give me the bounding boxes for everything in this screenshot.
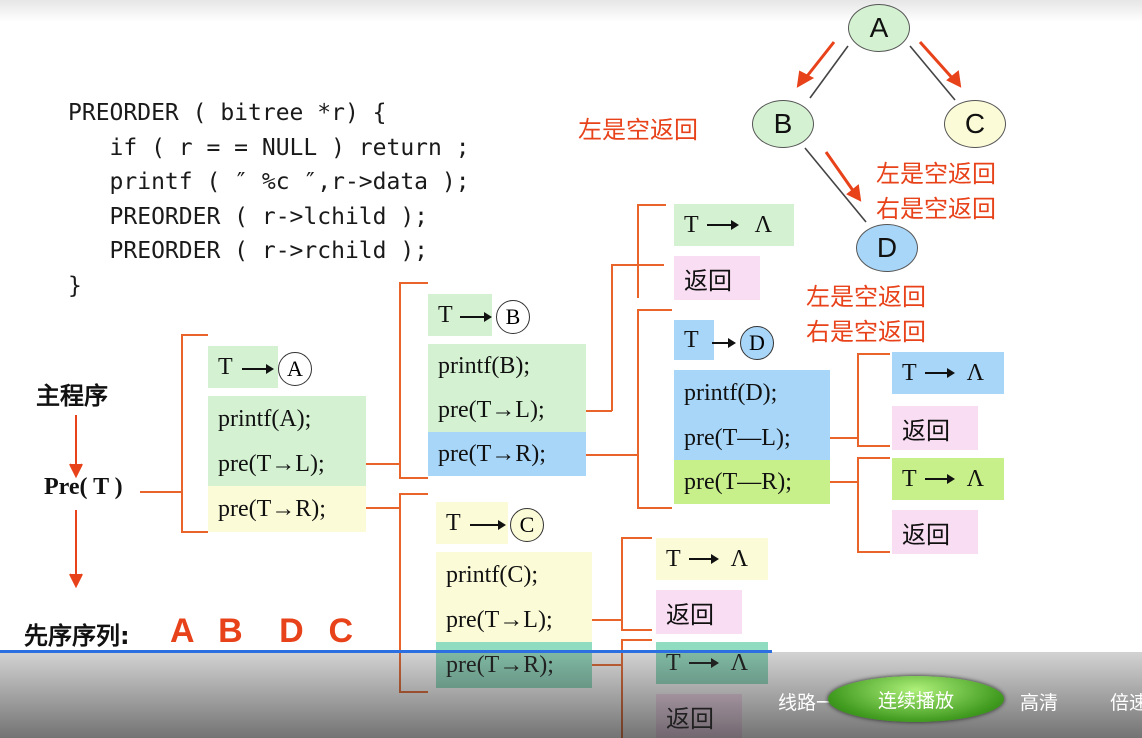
leaf-d-left-return: 返回 xyxy=(892,406,978,450)
note-c-left: 左是空返回 xyxy=(876,160,996,188)
tree-node-c: C xyxy=(944,100,1006,148)
arrow-icon xyxy=(712,338,736,348)
frame-a-node: A xyxy=(278,352,312,386)
leaf-b-left-return: 返回 xyxy=(674,256,760,300)
frame-d-pre-l: pre(T—L); xyxy=(674,416,830,460)
leaf-b-left: T Λ xyxy=(674,204,794,246)
frame-d-pre-r: pre(T—R); xyxy=(674,460,830,504)
pre-t-label: Pre( T ) xyxy=(44,474,123,500)
arrow-icon xyxy=(688,554,719,564)
null-symbol: Λ xyxy=(754,211,773,238)
leaf-t: T xyxy=(902,359,917,386)
leaf-c-left: T Λ xyxy=(656,538,768,580)
autoplay-button[interactable]: 连续播放 xyxy=(828,676,1004,722)
leaf-d-right-return: 返回 xyxy=(892,510,978,554)
main-program-label: 主程序 xyxy=(36,382,108,410)
leaf-t: T xyxy=(684,211,699,238)
speed-button[interactable]: 倍速 xyxy=(1110,692,1142,714)
preorder-seq-value: A B D C xyxy=(170,612,356,650)
code-line: PREORDER ( r->lchild ); xyxy=(68,203,429,230)
frame-a-pre-l: pre(T→L); xyxy=(208,442,366,486)
arrow-icon xyxy=(460,312,492,322)
leaf-d-right: T Λ xyxy=(892,458,1004,500)
frame-d-pointer: D xyxy=(708,326,774,360)
null-symbol: Λ xyxy=(966,465,985,492)
frame-d-printf: printf(D); xyxy=(674,370,830,416)
frame-b-t: T xyxy=(438,301,453,328)
frame-c-pre-l: pre(T→L); xyxy=(436,598,592,642)
frame-b-printf: printf(B); xyxy=(428,344,586,388)
frame-c-printf: printf(C); xyxy=(436,552,592,598)
note-d-left: 左是空返回 xyxy=(806,283,926,311)
null-symbol: Λ xyxy=(966,359,985,386)
frame-b-header: T xyxy=(428,294,492,336)
progress-bar[interactable] xyxy=(0,650,772,653)
null-symbol: Λ xyxy=(730,545,749,572)
code-listing: PREORDER ( bitree *r) { if ( r = = NULL … xyxy=(68,96,470,303)
line-select-button[interactable]: 线路一 xyxy=(778,692,836,714)
note-left-empty: 左是空返回 xyxy=(578,116,698,144)
leaf-t: T xyxy=(666,545,681,572)
leaf-d-left: T Λ xyxy=(892,352,1004,394)
code-line: PREORDER ( r->rchild ); xyxy=(68,238,429,264)
frame-d-header: T xyxy=(674,320,714,360)
frame-a-t: T xyxy=(218,353,233,380)
frame-a-pre-r: pre(T→R); xyxy=(208,486,366,532)
note-d-right: 右是空返回 xyxy=(806,318,926,346)
code-line: PREORDER ( bitree *r) { xyxy=(68,100,387,126)
arrow-icon xyxy=(924,474,955,484)
frame-b-node: B xyxy=(496,300,530,334)
tree-node-a: A xyxy=(848,4,910,52)
arrow-icon xyxy=(706,220,739,230)
frame-a-pointer: A xyxy=(238,352,312,386)
autoplay-label: 连续播放 xyxy=(877,689,954,712)
frame-c-t: T xyxy=(446,509,461,536)
frame-c-header: T xyxy=(436,502,508,544)
frame-c-pointer: C xyxy=(466,508,544,542)
code-line: if ( r = = NULL ) return ; xyxy=(68,134,470,161)
tree-node-b: B xyxy=(752,100,814,148)
arrow-icon xyxy=(470,520,506,530)
tree-node-d: D xyxy=(856,224,918,272)
leaf-t: T xyxy=(902,465,917,492)
arrow-icon xyxy=(242,364,274,374)
frame-b-pre-r: pre(T→R); xyxy=(428,432,586,476)
frame-b-pointer: B xyxy=(456,300,530,334)
note-c-right: 右是空返回 xyxy=(876,195,996,223)
code-line: } xyxy=(68,272,82,299)
arrow-icon xyxy=(924,368,955,378)
frame-d-t: T xyxy=(684,326,699,353)
preorder-seq-label: 先序序列: xyxy=(24,622,130,650)
frame-a-printf: printf(A); xyxy=(208,396,366,442)
code-line: printf ( ″ %c ″,r->data ); xyxy=(68,169,470,195)
quality-button[interactable]: 高清 xyxy=(1020,692,1059,714)
frame-d-node: D xyxy=(740,326,774,360)
frame-c-node: C xyxy=(510,508,544,542)
frame-b-pre-l: pre(T→L); xyxy=(428,388,586,432)
leaf-c-left-return: 返回 xyxy=(656,590,742,634)
